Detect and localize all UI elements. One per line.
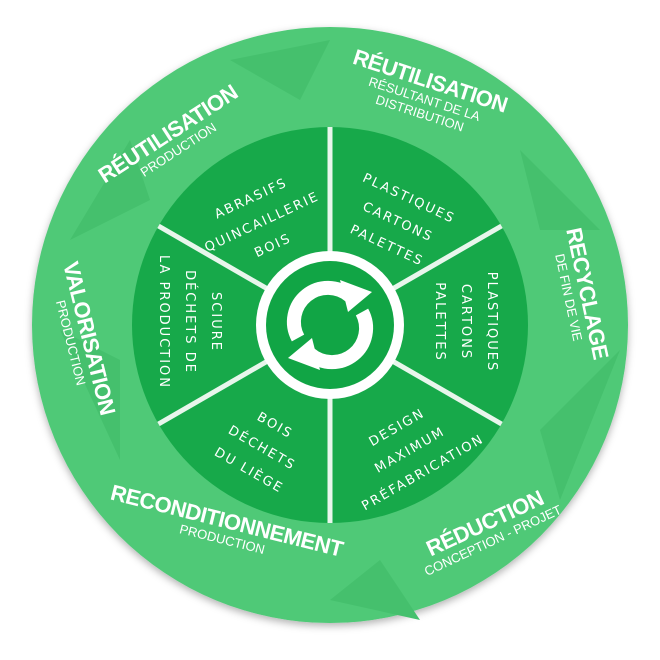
sector-right: PLASTIQUES CARTONS PALETTES [432,272,499,373]
sector-line: SCIURE [208,292,223,352]
sector-left: SCIURE DÉCHETS DE LA PRODUCTION [156,255,223,389]
sector-line: PLASTIQUES [484,272,499,373]
ring-arrows [60,40,620,620]
sector-line: PALETTES [432,282,447,361]
sector-line: LA PRODUCTION [156,255,171,389]
sector-line: CARTONS [458,284,473,360]
center-disk [266,261,394,389]
sector-line: DÉCHETS DE [182,270,198,374]
recycle-arrows-icon [286,280,374,370]
